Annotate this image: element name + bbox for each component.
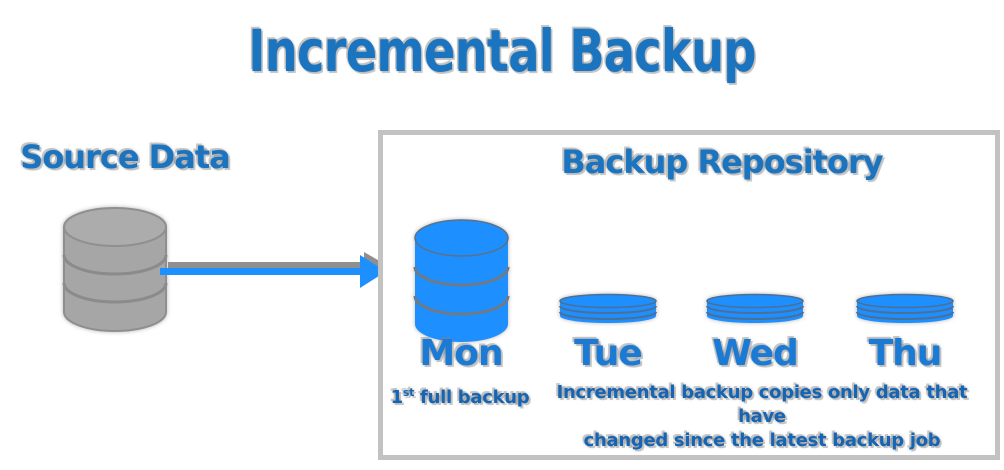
full-backup-note-text: full backup: [414, 387, 530, 408]
incremental-backup-note: Incremental backup copies only data that…: [532, 381, 992, 453]
source-database-icon: [62, 207, 168, 332]
incremental-note-line2: changed since the latest backup job: [583, 430, 941, 451]
full-backup-note: 1st full backup: [385, 381, 535, 410]
full-backup-note-ordinal: st: [402, 386, 415, 399]
day-label-thu: Thu: [868, 333, 943, 374]
day-label-wed: Wed: [712, 333, 799, 374]
full-backup-database-icon: [413, 219, 510, 342]
full-backup-note-number: 1: [390, 387, 404, 408]
backup-repository-title: Backup Repository: [561, 143, 883, 181]
incremental-backup-disk-icon: [706, 293, 804, 323]
incremental-backup-disk-icon: [856, 293, 954, 323]
day-label-mon: Mon: [419, 333, 503, 374]
incremental-note-line1: Incremental backup copies only data that…: [556, 382, 968, 427]
backup-repository-box: Backup Repository Mon Tue Wed: [378, 130, 1000, 460]
day-label-tue: Tue: [574, 333, 643, 374]
diagram-title: Incremental Backup: [248, 17, 756, 85]
backup-flow-arrow-icon: [160, 252, 390, 288]
incremental-backup-disk-icon: [559, 293, 657, 323]
source-data-label: Source Data: [20, 138, 230, 176]
